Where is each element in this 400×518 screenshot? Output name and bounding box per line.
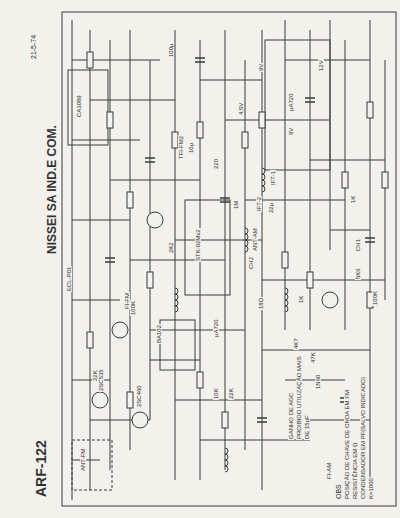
transistor-symbol xyxy=(112,322,128,338)
capacitor-symbol xyxy=(365,238,375,242)
resistor-symbol xyxy=(382,172,388,188)
coil-symbol xyxy=(175,288,178,312)
label-text: RESISTÊNCIA EM Ω xyxy=(352,442,358,501)
resistor-symbol xyxy=(367,102,373,118)
label-text: 5K6 xyxy=(355,267,361,280)
label-text: PROIBIDO UTILIZAÇÃO MAIS xyxy=(296,355,302,440)
ic-outline xyxy=(185,200,230,295)
title-text: NISSEI SA IND.E COM. xyxy=(46,124,59,255)
ic-outline xyxy=(160,320,195,370)
label-text: 47K xyxy=(310,351,316,364)
capacitor-symbol xyxy=(220,198,230,202)
label-text: 9V xyxy=(258,63,264,72)
label-text: 2SC535 xyxy=(98,368,104,392)
label-text: STK-02Mx2 xyxy=(195,228,201,262)
label-text: 22μ xyxy=(268,202,274,214)
label-text: IFT-2 xyxy=(256,196,262,212)
transistor-symbol xyxy=(147,212,163,228)
label-text: 12V xyxy=(318,59,324,72)
label-text: TFI-FM2 xyxy=(178,135,184,160)
capacitor-symbol xyxy=(105,258,115,262)
capacitor-symbol xyxy=(195,58,205,62)
label-text: 1M xyxy=(233,200,239,210)
label-text: IFT-1 xyxy=(270,170,276,186)
resistor-symbol xyxy=(242,132,248,148)
capacitor-symbol xyxy=(257,418,267,422)
resistor-symbol xyxy=(107,112,113,128)
resistor-symbol xyxy=(147,272,153,288)
label-text: 1N60 xyxy=(315,374,321,390)
resistor-symbol xyxy=(87,52,93,68)
label-text: CH2 xyxy=(248,256,254,270)
coil-symbol xyxy=(262,168,265,192)
label-text: 100K xyxy=(372,290,378,306)
wire xyxy=(90,60,385,440)
label-text: 18Ω xyxy=(258,297,264,310)
resistor-symbol xyxy=(259,112,265,128)
wire xyxy=(90,20,385,490)
frame xyxy=(62,12,396,506)
label-text: μA720 xyxy=(213,319,219,338)
label-text: ANT-FM xyxy=(80,448,86,472)
label-text: 1K xyxy=(298,295,304,304)
label-text: 220 xyxy=(213,158,219,170)
label-text: 10K xyxy=(213,387,219,400)
resistor-symbol xyxy=(342,172,348,188)
label-text: POSIÇÃO DE CHAVE DE ONDA EM FM xyxy=(344,389,350,500)
title-text: ARF-122 xyxy=(34,439,49,498)
capacitor-symbol xyxy=(305,98,315,102)
resistor-symbol xyxy=(222,412,228,428)
label-text: DE 15pF xyxy=(304,414,310,440)
transistor-symbol xyxy=(92,392,108,408)
resistor-symbol xyxy=(307,272,313,288)
label-text: 4,5V xyxy=(238,102,244,116)
label-text: 100μ xyxy=(168,43,174,58)
coil-symbol xyxy=(225,448,228,472)
label-text: K=1000 xyxy=(368,477,374,500)
label-text: ANT-AM xyxy=(252,227,258,252)
capacitor-symbol xyxy=(145,158,155,162)
label-text: ECL-P01 xyxy=(66,266,72,292)
label-text: 21-5-74 xyxy=(30,34,37,60)
resistor-symbol xyxy=(87,332,93,348)
label-text: 22K xyxy=(228,387,234,400)
ic-outline xyxy=(265,40,330,170)
label-text: 22K xyxy=(92,369,98,382)
resistor-symbol xyxy=(197,372,203,388)
label-text: 4K7 xyxy=(293,337,299,350)
coil-symbol xyxy=(245,228,248,252)
label-text: 2SC460 xyxy=(136,384,142,408)
label-text: 100K xyxy=(130,300,136,316)
ic-outline xyxy=(68,70,108,145)
transistor-symbol xyxy=(132,412,148,428)
resistor-symbol xyxy=(127,192,133,208)
resistor-symbol xyxy=(127,392,133,408)
resistor-symbol xyxy=(282,252,288,268)
label-text: CA3089 xyxy=(76,94,82,118)
label-text: 2K2 xyxy=(168,241,174,254)
label-text: CH1 xyxy=(355,238,361,252)
label-text: CONDENSADOR EM PF(SALVO INDICADO) xyxy=(360,376,366,500)
label-text: GANHO DE AGC xyxy=(288,392,294,440)
label-text: BA102 xyxy=(156,324,162,344)
label-text: OBS xyxy=(335,483,342,500)
transistor-symbol xyxy=(322,292,338,308)
coil-symbol xyxy=(285,288,288,312)
label-text: FI-AM xyxy=(326,462,332,480)
tuning-section xyxy=(72,440,112,490)
label-text: 1K xyxy=(350,195,356,204)
label-text: μA720 xyxy=(288,93,294,112)
label-text: 6V xyxy=(288,127,294,136)
label-text: 10μ xyxy=(188,142,194,154)
resistor-symbol xyxy=(197,122,203,138)
